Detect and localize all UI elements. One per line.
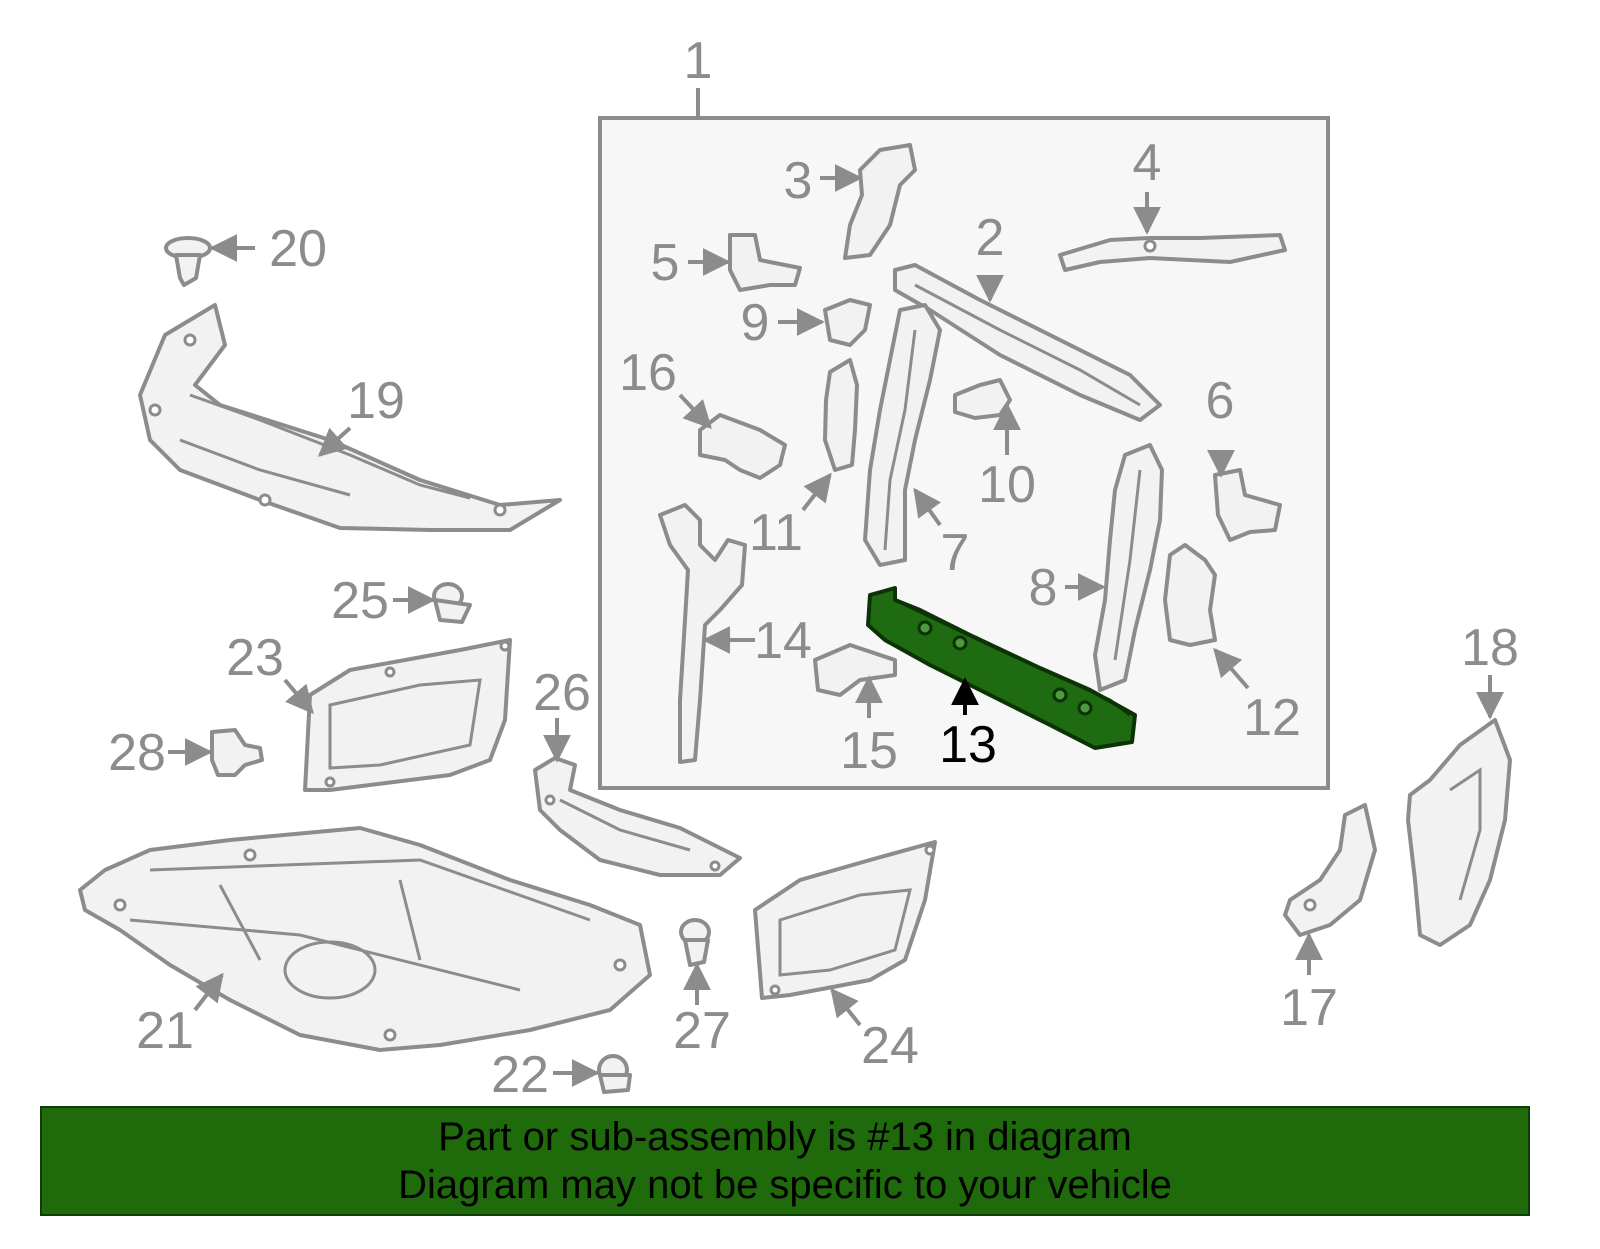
callout-19: 19 xyxy=(347,372,405,430)
part-18-shield[interactable] xyxy=(1406,718,1512,947)
part-17-bracket[interactable] xyxy=(1283,803,1377,937)
callout-26: 26 xyxy=(533,664,591,722)
part-16-bracket[interactable] xyxy=(698,413,787,480)
arrow-21 xyxy=(193,972,224,1012)
arrow-12 xyxy=(1213,647,1250,690)
part-24-shield[interactable] xyxy=(753,840,937,1000)
callout-23: 23 xyxy=(226,629,284,687)
arrow-16 xyxy=(678,393,712,430)
callout-10: 10 xyxy=(978,456,1036,514)
callout-24: 24 xyxy=(861,1017,919,1075)
part-4-support[interactable] xyxy=(1058,233,1287,272)
callout-12: 12 xyxy=(1243,689,1301,747)
part-11-support[interactable] xyxy=(823,358,859,472)
part-6-bracket[interactable] xyxy=(1213,468,1282,542)
callout-21: 21 xyxy=(136,1002,194,1060)
callout-2: 2 xyxy=(976,209,1005,267)
callout-labels: 1 2 3 4 5 6 7 8 9 10 11 12 13 14 15 16 1… xyxy=(108,32,1519,1104)
arrow-7 xyxy=(913,487,942,527)
part-22-clip[interactable] xyxy=(597,1054,632,1094)
callout-4: 4 xyxy=(1133,134,1162,192)
banner-line-1: Part or sub-assembly is #13 in diagram xyxy=(438,1115,1132,1159)
callout-9: 9 xyxy=(741,294,770,352)
banner-line-2: Diagram may not be specific to your vehi… xyxy=(398,1163,1172,1207)
callout-27: 27 xyxy=(673,1002,731,1060)
arrow-23 xyxy=(283,678,314,715)
part-9-bracket[interactable] xyxy=(823,298,872,347)
callout-8: 8 xyxy=(1029,559,1058,617)
callout-16: 16 xyxy=(619,344,677,402)
part-13-lower-tie-bar[interactable] xyxy=(866,586,1137,750)
part-25-clip[interactable] xyxy=(432,582,472,624)
callout-17: 17 xyxy=(1280,979,1338,1037)
callout-20: 20 xyxy=(269,220,327,278)
part-12-bracket[interactable] xyxy=(1163,543,1217,647)
arrow-11 xyxy=(801,472,832,512)
callout-11: 11 xyxy=(749,504,803,562)
arrow-24 xyxy=(830,987,862,1027)
callout-28: 28 xyxy=(108,724,166,782)
callout-25: 25 xyxy=(331,572,389,630)
callout-15: 15 xyxy=(840,722,898,780)
callout-14: 14 xyxy=(754,612,812,670)
callout-3: 3 xyxy=(784,152,813,210)
callout-18: 18 xyxy=(1461,619,1519,677)
part-26-deflector[interactable] xyxy=(533,756,742,877)
part-20-clip[interactable] xyxy=(164,236,212,287)
part-28-connector[interactable] xyxy=(210,728,264,777)
leader-arrows xyxy=(168,164,1504,1087)
part-5-bracket[interactable] xyxy=(728,233,802,292)
part-27-clip[interactable] xyxy=(679,918,711,967)
part-23-shield[interactable] xyxy=(303,638,512,792)
arrow-19 xyxy=(317,426,352,457)
callout-6: 6 xyxy=(1206,372,1235,430)
callout-13: 13 xyxy=(939,716,997,774)
callout-7: 7 xyxy=(941,524,970,582)
callout-1: 1 xyxy=(684,32,713,90)
callout-5: 5 xyxy=(651,234,680,292)
callout-22: 22 xyxy=(491,1046,549,1104)
part-19-cover[interactable] xyxy=(138,303,562,532)
part-8-side-support[interactable] xyxy=(1093,443,1164,692)
info-banner: Part or sub-assembly is #13 in diagram D… xyxy=(40,1106,1530,1216)
part-7-side-support[interactable] xyxy=(863,303,942,567)
